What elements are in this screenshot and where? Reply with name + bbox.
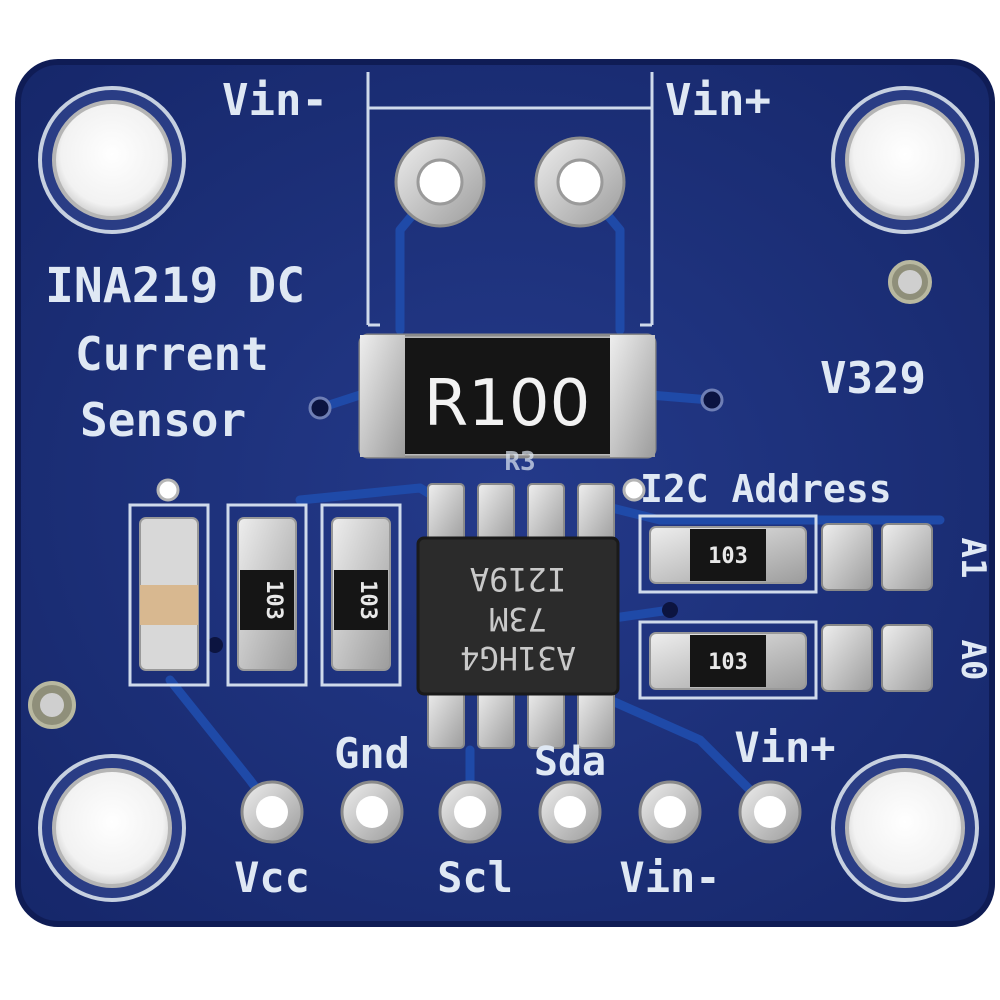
terminal-left-label: Vin- [222,75,328,126]
vias [28,260,932,729]
left-smd-components: 103 103 [128,503,402,687]
ina219-chip: A31HG4 73M I219A [416,483,620,749]
pin-label-vin-plus: Vin+ [734,723,835,772]
chip-marking-line1: I219A [470,560,566,598]
pin-label-sda: Sda [534,739,606,785]
shunt-ref-label: R3 [504,447,535,477]
board-title-line2: Current [75,327,269,381]
board-version: V329 [820,353,926,404]
board-title-line3: Sensor [80,393,246,447]
pin-label-scl: Scl [437,853,513,902]
mounting-holes [38,86,979,902]
address-a0-label: A0 [953,640,993,681]
chip-marking-line2: 73M [489,600,547,638]
shunt-marking: R100 [424,367,591,441]
terminal-pads [394,136,626,228]
address-jumpers [821,523,933,692]
chip-marking-line3: A31HG4 [460,639,576,677]
shunt-resistor: R100 [358,333,657,459]
terminal-block-outline [366,72,654,327]
resistor-r2-marking: 103 [355,580,380,620]
pin-label-gnd: Gnd [334,729,410,778]
pin-label-vin-minus: Vin- [619,853,720,902]
right-smd-components: 103 103 [638,514,818,700]
i2c-address-label: I2C Address [640,467,892,511]
resistor-r3-marking: 103 [708,544,748,569]
terminal-right-label: Vin+ [665,75,771,126]
address-a1-label: A1 [953,538,993,579]
header-pins [240,780,802,844]
resistor-r4-marking: 103 [708,650,748,675]
resistor-r1-marking: 103 [261,580,286,620]
pcb-edge [15,59,995,927]
pin-label-vcc: Vcc [234,853,310,902]
board-title-line1: INA219 DC [45,258,305,314]
